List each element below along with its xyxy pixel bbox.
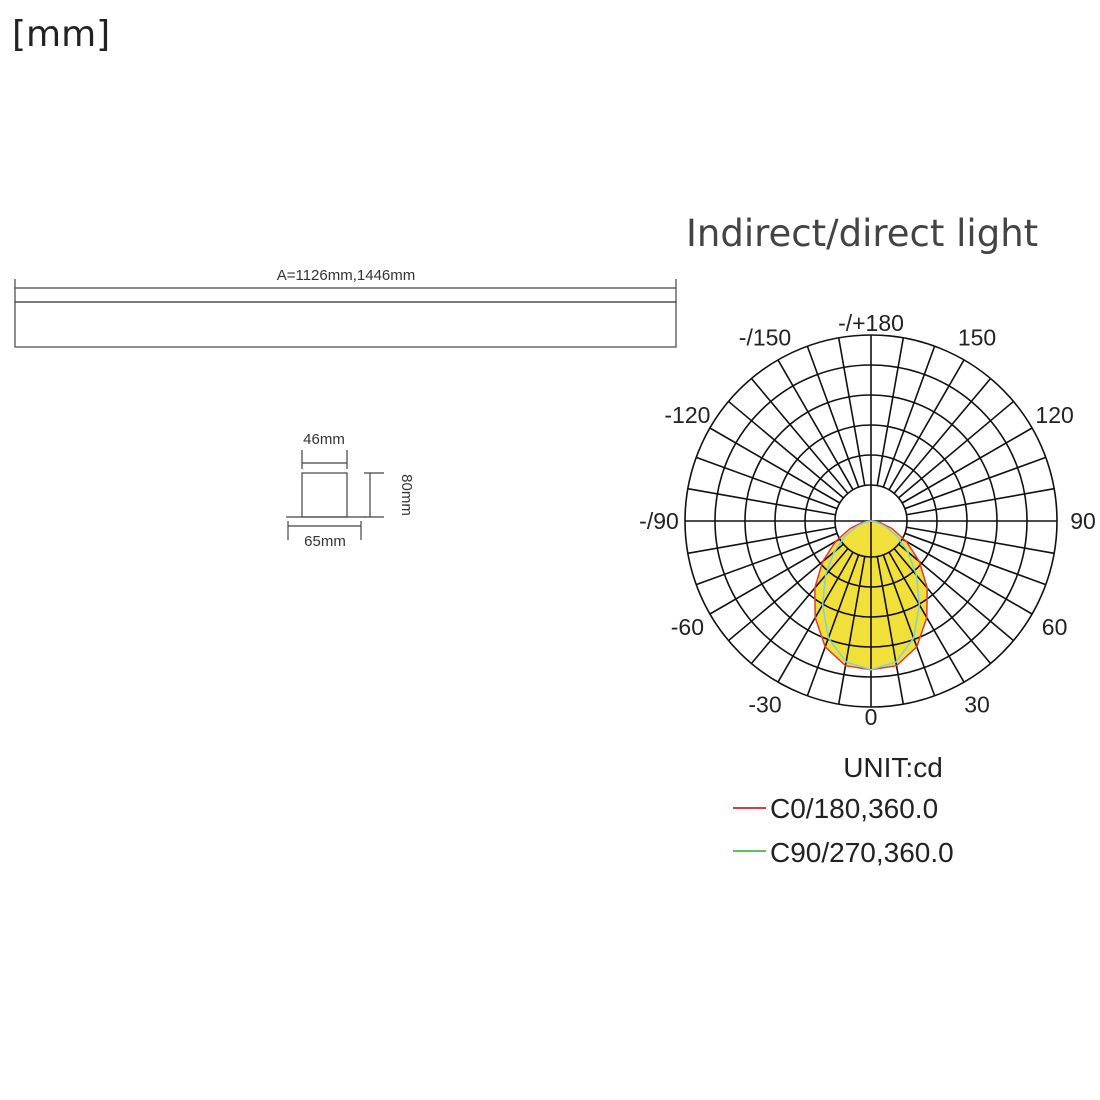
polar-radial-line	[888, 359, 965, 491]
polar-radial-line	[709, 538, 841, 615]
polar-radial-line	[876, 337, 905, 486]
unit-label: [mm]	[12, 14, 111, 55]
unit-cd-label: UNIT:cd	[843, 752, 943, 783]
angle-label: 60	[1042, 614, 1068, 640]
angle-label: 30	[964, 692, 990, 718]
polar-radial-line	[906, 487, 1055, 516]
polar-radial-line	[695, 456, 838, 510]
profile-side-view	[14, 279, 677, 348]
angle-label: -/150	[739, 324, 791, 350]
polar-radial-line	[777, 359, 854, 491]
polar-radial-line	[806, 345, 860, 488]
curve-c90	[821, 520, 921, 671]
polar-diagram: -/+180 -/150 150 -120 120 -/90 90 -60 60 -30 30 0	[639, 310, 1096, 730]
legend-label-c0: C0/180,360.0	[770, 793, 938, 824]
polar-radial-line	[904, 456, 1047, 510]
polar-radial-line	[882, 345, 936, 488]
angle-label: 90	[1070, 508, 1096, 534]
polar-radial-line	[806, 554, 860, 697]
angle-label: 0	[865, 704, 878, 730]
top-width-label: 46mm	[303, 431, 345, 448]
polar-radial-line	[876, 556, 905, 705]
polar-radial-line	[687, 487, 836, 516]
polar-radial-line	[893, 548, 992, 664]
angle-label: -/+180	[838, 310, 904, 336]
polar-radial-line	[695, 532, 838, 586]
polar-radial-line	[898, 400, 1014, 499]
polar-radial-line	[728, 400, 844, 499]
angle-label: -/90	[639, 508, 679, 534]
angle-label: 150	[958, 324, 996, 350]
bottom-width-label: 65mm	[304, 533, 346, 550]
polar-radial-line	[901, 427, 1033, 504]
polar-radial-line	[687, 526, 836, 555]
polar-radial-line	[837, 556, 866, 705]
chart-title: Indirect/direct light	[686, 212, 1039, 255]
polar-radial-line	[901, 538, 1033, 615]
polar-radial-line	[837, 337, 866, 486]
polar-radial-line	[882, 554, 936, 697]
angle-label: -120	[664, 402, 710, 428]
polar-radial-line	[904, 532, 1047, 586]
polar-radial-line	[893, 378, 992, 494]
polar-radial-line	[906, 526, 1055, 555]
angle-label: 120	[1035, 402, 1073, 428]
angle-label: -60	[671, 614, 704, 640]
profile-cross-section	[286, 450, 384, 540]
length-dimension-label: A=1126mm,1446mm	[277, 267, 416, 284]
polar-radial-line	[709, 427, 841, 504]
polar-radial-line	[750, 378, 849, 494]
height-label: 80mm	[398, 474, 415, 516]
angle-label: -30	[748, 692, 781, 718]
legend-label-c90: C90/270,360.0	[770, 837, 954, 868]
polar-radial-line	[750, 548, 849, 664]
